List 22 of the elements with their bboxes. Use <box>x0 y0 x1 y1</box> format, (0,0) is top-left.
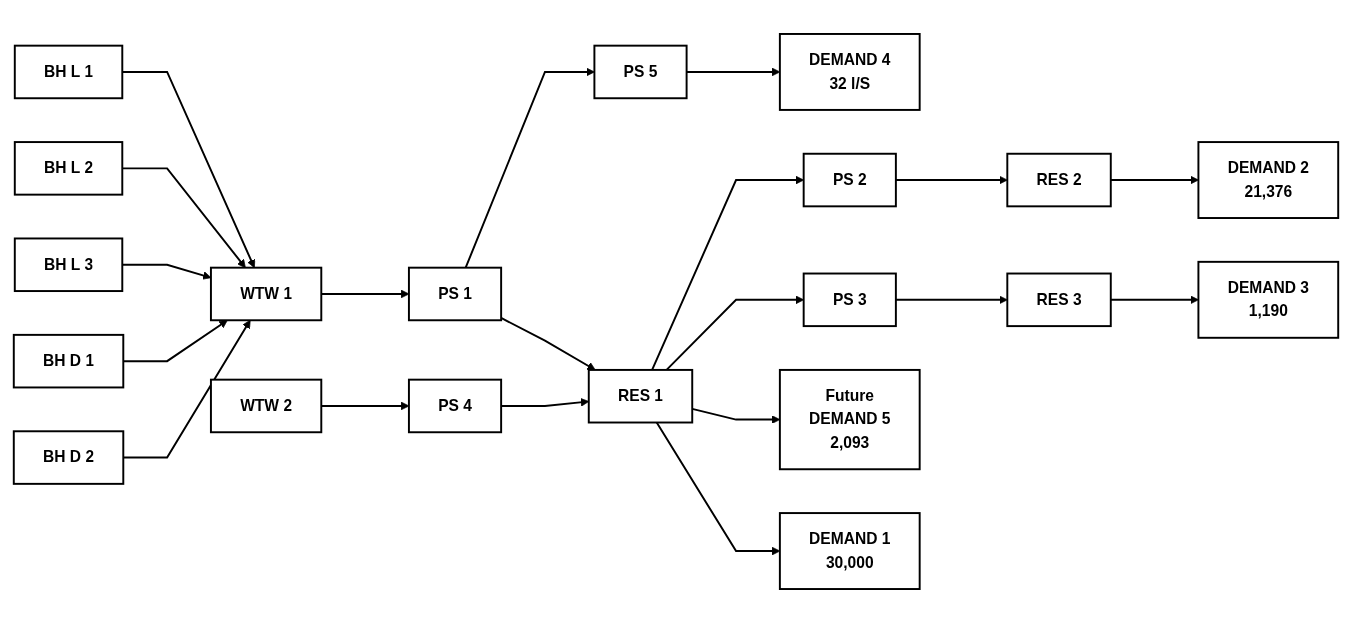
node-box: BH D 2 <box>12 430 125 485</box>
node-box: RES 3 <box>1006 272 1112 328</box>
node-box: DEMAND 1 30,000 <box>778 512 921 590</box>
node-box: PS 4 <box>407 378 503 434</box>
node-box: BH D 1 <box>12 333 125 389</box>
node-box: DEMAND 3 1,190 <box>1197 260 1340 339</box>
arrow <box>500 316 596 371</box>
node-box: RES 1 <box>587 368 694 424</box>
node-box: PS 1 <box>407 266 503 322</box>
node-box: RES 2 <box>1006 152 1112 208</box>
node-box: BH L 2 <box>13 141 124 196</box>
node-box: PS 3 <box>802 272 897 328</box>
node-box: Future DEMAND 5 2,093 <box>778 368 921 471</box>
node-box: PS 2 <box>802 152 897 208</box>
node-box: DEMAND 4 32 l/S <box>778 33 921 111</box>
node-box: PS 5 <box>593 44 688 100</box>
node-box: BH L 1 <box>13 44 124 100</box>
arrow <box>464 67 595 269</box>
node-box: WTW 2 <box>209 378 323 434</box>
node-box: DEMAND 2 21,376 <box>1197 141 1340 219</box>
node-box: WTW 1 <box>209 266 323 322</box>
node-box: BH L 3 <box>13 237 124 293</box>
